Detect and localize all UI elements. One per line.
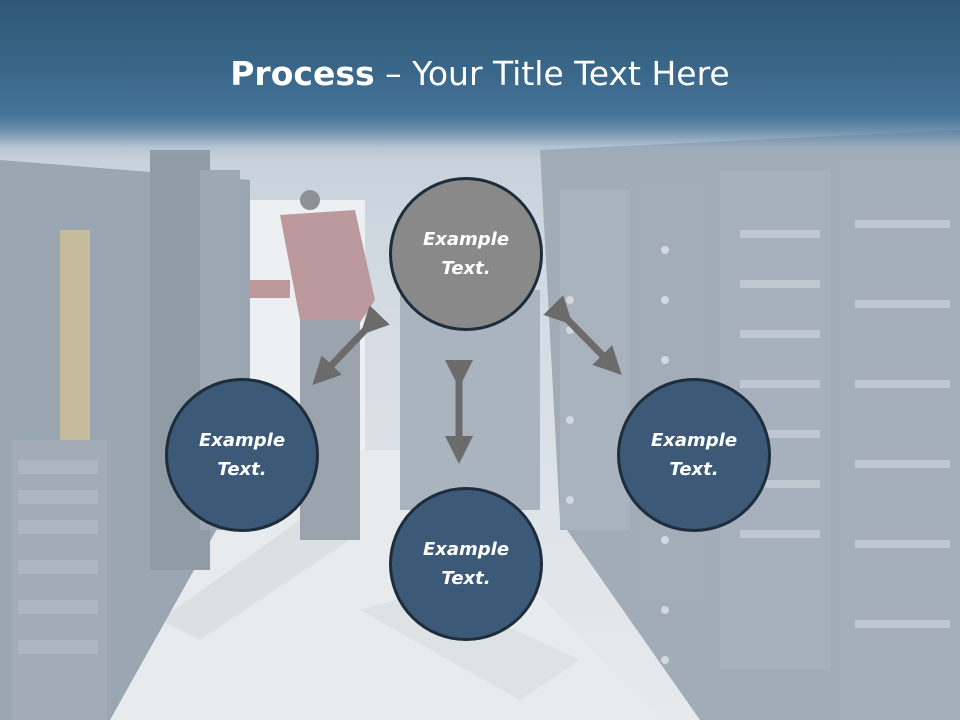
process-node-right[interactable]: Example Text. <box>617 378 771 532</box>
node-bottom-line1: Example <box>422 539 510 560</box>
title-bold: Process <box>230 54 375 93</box>
slide-title[interactable]: Process – Your Title Text Here <box>0 52 960 96</box>
node-top-line1: Example <box>422 229 510 250</box>
process-node-top[interactable]: Example Text. <box>389 177 543 331</box>
node-right-line1: Example <box>650 430 738 451</box>
arrow-top-left <box>312 305 390 386</box>
title-text: Your Title Text Here <box>412 54 730 93</box>
arrow-top-right <box>543 295 622 375</box>
node-bottom-line2: Text. <box>441 568 491 589</box>
title-banner <box>0 0 960 160</box>
node-left-line2: Text. <box>217 459 267 480</box>
process-node-bottom[interactable]: Example Text. <box>389 487 543 641</box>
process-node-left[interactable]: Example Text. <box>165 378 319 532</box>
node-left-line1: Example <box>198 430 286 451</box>
node-top-line2: Text. <box>441 258 491 279</box>
node-right-line2: Text. <box>669 459 719 480</box>
title-separator: – <box>374 54 413 93</box>
